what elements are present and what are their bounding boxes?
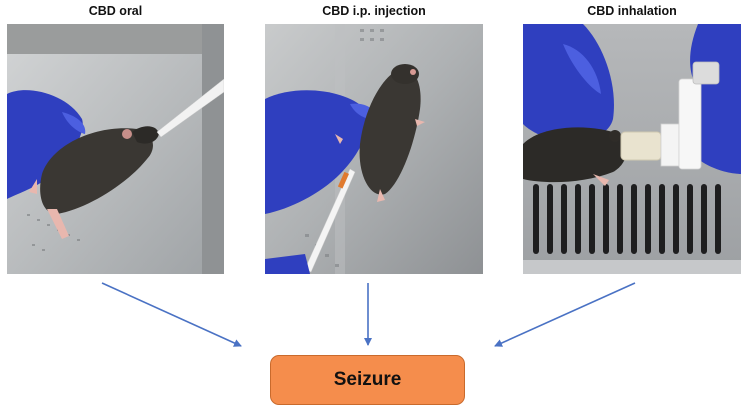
mouse-ip-injection-photo (265, 24, 483, 274)
panel-title-inhalation: CBD inhalation (587, 4, 677, 18)
panel-title-ip-injection: CBD i.p. injection (322, 4, 426, 18)
mouse-inhalation-photo (523, 24, 741, 274)
seizure-outcome-box: Seizure (270, 355, 465, 405)
panel-title-oral: CBD oral (88, 4, 143, 18)
arrow-oral-to-seizure (101, 282, 242, 347)
arrow-inhalation-to-seizure (494, 282, 636, 347)
seizure-label: Seizure (333, 369, 402, 390)
mouse-oral-gavage-photo (7, 24, 224, 274)
